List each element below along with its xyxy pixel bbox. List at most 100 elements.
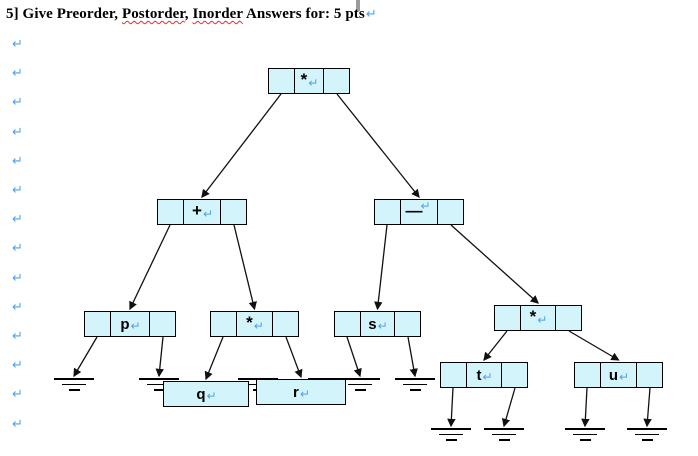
tree-node-minus: —↵ [374, 199, 464, 225]
title-suffix: Answers for: 5 pts [242, 6, 365, 22]
null-ground-icon [565, 428, 605, 441]
paragraph-return-icon: ↵ [12, 66, 23, 82]
right-pointer-cell [394, 312, 420, 336]
tree-node-mulL: *↵ [210, 311, 299, 337]
tree-node-mulR: *↵ [494, 305, 582, 331]
paragraph-return-icon: ↵ [12, 416, 23, 432]
left-pointer-cell [158, 200, 184, 224]
paragraph-return-icon: ↵ [12, 183, 23, 198]
node-value: * [246, 313, 253, 332]
null-ground-icon [54, 378, 94, 391]
paragraph-return-icon: ↵ [202, 207, 213, 221]
null-ground-icon [627, 428, 667, 441]
tree-edge-mulR-u [568, 330, 620, 361]
node-data-cell: p↵ [111, 312, 149, 336]
node-value: q [196, 385, 206, 403]
paragraph-return-icon: ↵ [537, 313, 548, 327]
left-pointer-cell [335, 312, 361, 336]
tree-edge-p-null2 [155, 336, 164, 378]
title-prefix: 5] Give Preorder, [6, 6, 122, 22]
node-data-cell: *↵ [237, 312, 272, 336]
tree-node-root: *↵ [268, 68, 350, 94]
node-data-cell: s↵ [361, 312, 394, 336]
right-pointer-cell [501, 363, 527, 387]
title-misspelled-inorder: Inorder [192, 6, 243, 22]
paragraph-return-icon: ↵ [253, 319, 264, 333]
tree-node-r: r↵ [256, 379, 346, 405]
left-pointer-cell [375, 200, 401, 224]
node-data-cell: *↵ [521, 306, 555, 330]
paragraph-return-icon: ↵ [482, 370, 493, 384]
paragraph-return-icon: ↵ [12, 329, 23, 344]
node-data-cell: u↵ [601, 363, 636, 387]
paragraph-return-icon: ↵ [12, 270, 23, 286]
paragraph-return-icon: ↵ [12, 37, 23, 52]
node-data-cell: r↵ [257, 380, 345, 404]
tree-edge-root-minus [336, 93, 420, 198]
right-pointer-cell [272, 312, 298, 336]
node-data-cell: *↵ [295, 69, 323, 93]
tree-edge-plus-p [129, 224, 171, 311]
text-cursor-mark [356, 0, 360, 11]
node-value: * [300, 70, 308, 89]
tree-node-t: t↵ [440, 362, 528, 388]
left-pointer-cell [269, 69, 295, 93]
right-pointer-cell [636, 363, 662, 387]
tree-node-u: u↵ [574, 362, 663, 388]
paragraph-return-icon: ↵ [12, 387, 23, 403]
tree-node-q: q↵ [163, 381, 249, 407]
node-value: — [405, 201, 423, 220]
tree-edge-mulL-q [204, 336, 224, 381]
paragraph-return-icon: ↵ [377, 319, 388, 333]
paragraph-return-icon: ↵ [12, 299, 23, 315]
tree-edge-u-null7 [581, 387, 590, 428]
tree-edge-minus-mulR [450, 224, 539, 304]
paragraph-return-icon: ↵ [12, 95, 23, 111]
paragraph-return-icon: ↵ [308, 76, 319, 90]
right-pointer-cell [323, 69, 349, 93]
tree-edge-u-null8 [643, 387, 652, 428]
tree-edge-mulR-t [483, 330, 508, 361]
tree-edge-s-null4 [407, 336, 418, 378]
paragraph-return-icon: ↵ [12, 124, 23, 140]
paragraph-return-icon: ↵ [12, 212, 23, 228]
node-value: s [368, 315, 377, 333]
paragraph-return-icon: ↵ [12, 358, 23, 374]
paragraph-return-icon: ↵ [12, 241, 23, 257]
node-value: * [529, 307, 537, 326]
tree-node-p: p↵ [84, 311, 176, 337]
tree-edge-p-null1 [73, 336, 98, 378]
node-data-cell: q↵ [164, 382, 248, 406]
tree-edge-plus-mulL [233, 224, 257, 311]
node-data-cell: +↵ [184, 200, 220, 224]
left-pointer-cell [441, 363, 467, 387]
left-pointer-cell [575, 363, 601, 387]
title-separator: , [184, 6, 193, 22]
tree-node-s: s↵ [334, 311, 421, 337]
node-value: t [476, 366, 482, 384]
page-title: 5] Give Preorder, Postorder, Inorder Ans… [6, 6, 377, 23]
node-data-cell: t↵ [467, 363, 501, 387]
tree-edge-minus-s [374, 224, 388, 311]
paragraph-return-icon: ↵ [12, 153, 23, 169]
title-misspelled-postorder: Postorder [121, 6, 185, 22]
node-value: r [293, 383, 299, 401]
right-pointer-cell [555, 306, 581, 330]
tree-node-plus: +↵ [157, 199, 247, 225]
left-pointer-cell [85, 312, 111, 336]
tree-edge-t-null6 [501, 387, 516, 428]
paragraph-return-icon: ↵ [420, 199, 431, 213]
null-ground-icon [484, 428, 524, 441]
null-ground-icon [139, 378, 179, 391]
left-pointer-cell [495, 306, 521, 330]
null-ground-icon [395, 378, 435, 391]
paragraph-return-icon: ↵ [206, 389, 217, 403]
paragraph-return-icon: ↵ [299, 387, 310, 401]
tree-edge-mulL-r [285, 336, 303, 379]
node-value: u [608, 366, 619, 384]
tree-edge-t-null5 [447, 387, 456, 428]
paragraph-return-icon: ↵ [130, 319, 141, 333]
null-ground-icon [340, 378, 380, 391]
